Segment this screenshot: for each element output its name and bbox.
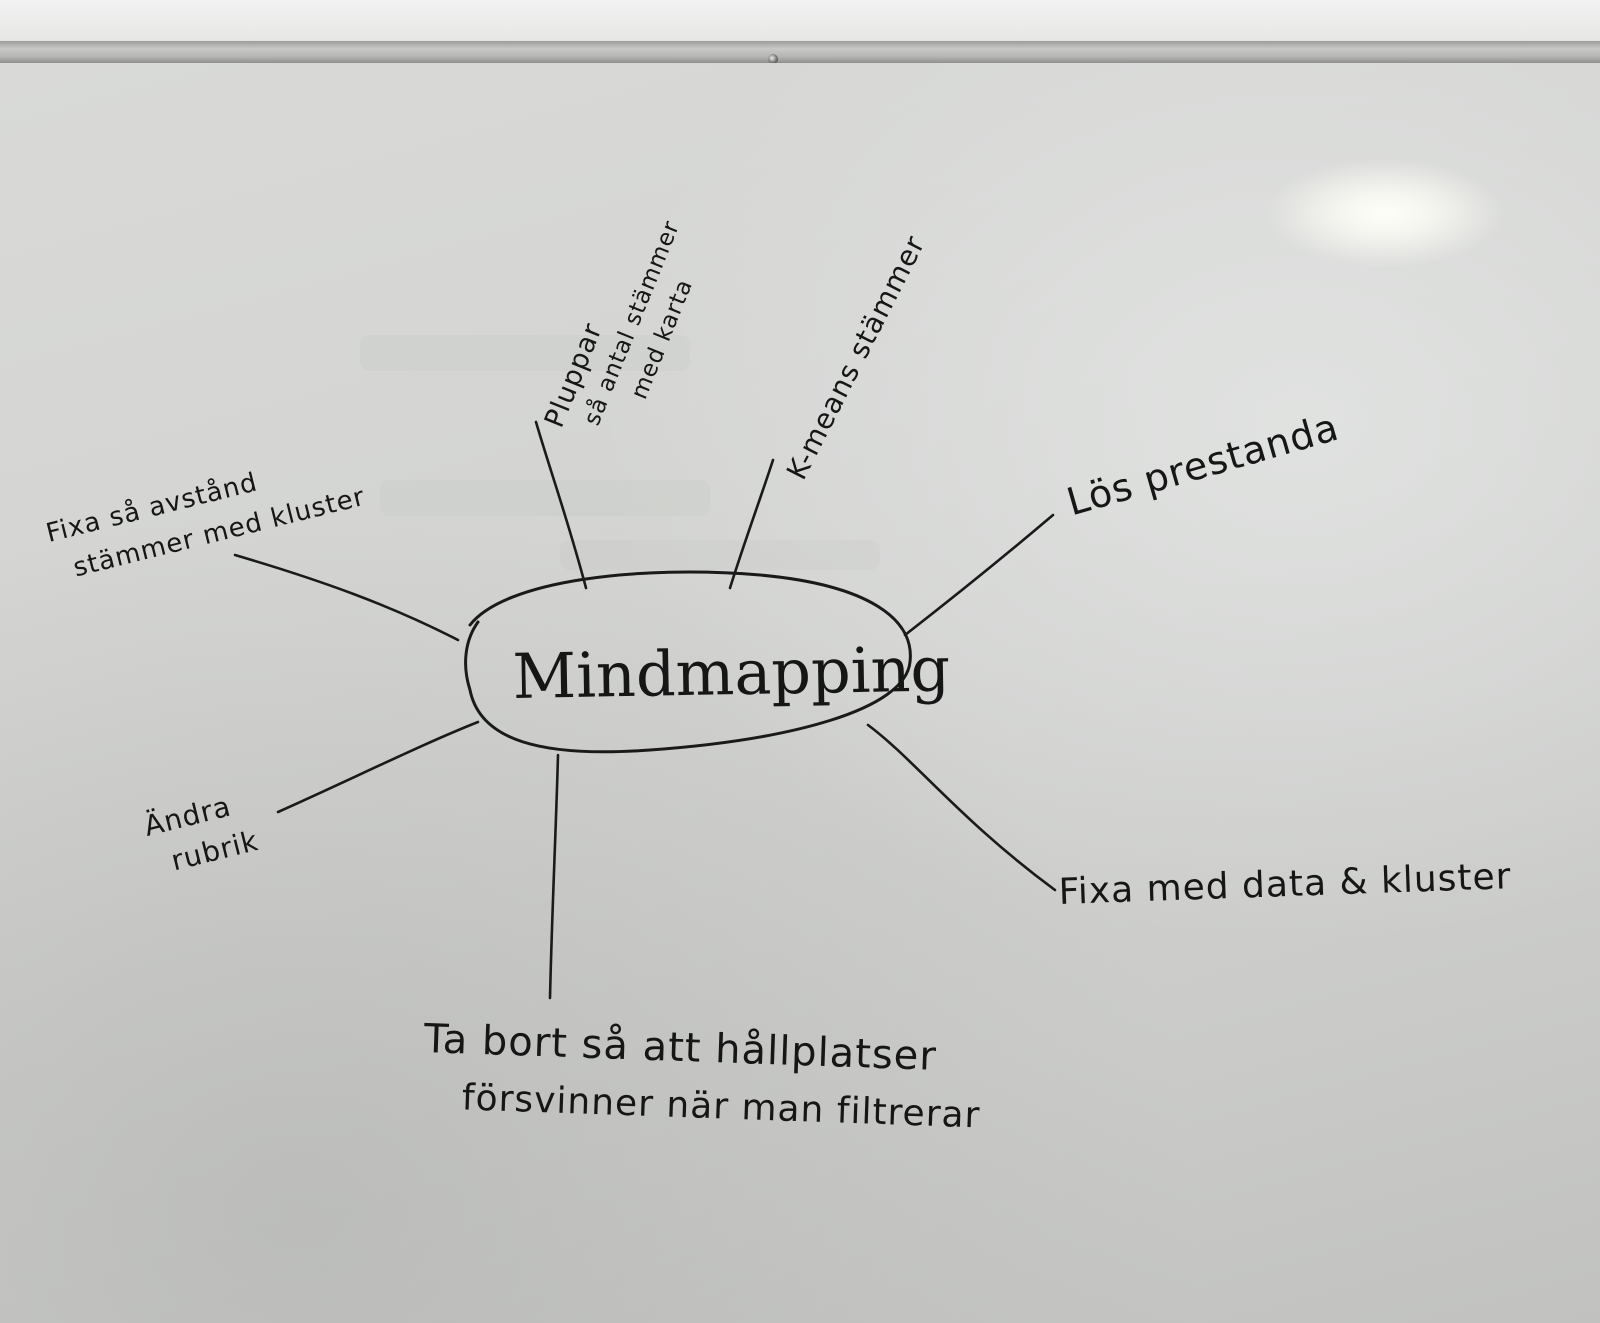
erased-smudge [360, 335, 690, 371]
connector-avstand [233, 553, 460, 642]
whiteboard-frame-top [0, 41, 1600, 63]
wall [0, 0, 1600, 44]
connector-prestanda [903, 513, 1055, 637]
connector-kmeans [728, 458, 775, 590]
connector-plupper [534, 420, 588, 590]
connector-rubrik [276, 720, 480, 814]
connector-data-kluster [866, 723, 1057, 892]
frame-screw [768, 54, 778, 64]
center-ellipse [464, 570, 912, 754]
center-node-label: Mindmapping [512, 632, 951, 713]
branch-ta-bort: Ta bort så att hållplatser försvinner nä… [421, 1010, 983, 1145]
connector-ta-bort [548, 753, 560, 1000]
erased-smudge [560, 540, 880, 570]
whiteboard [0, 63, 1600, 1323]
erased-smudge [380, 480, 710, 516]
